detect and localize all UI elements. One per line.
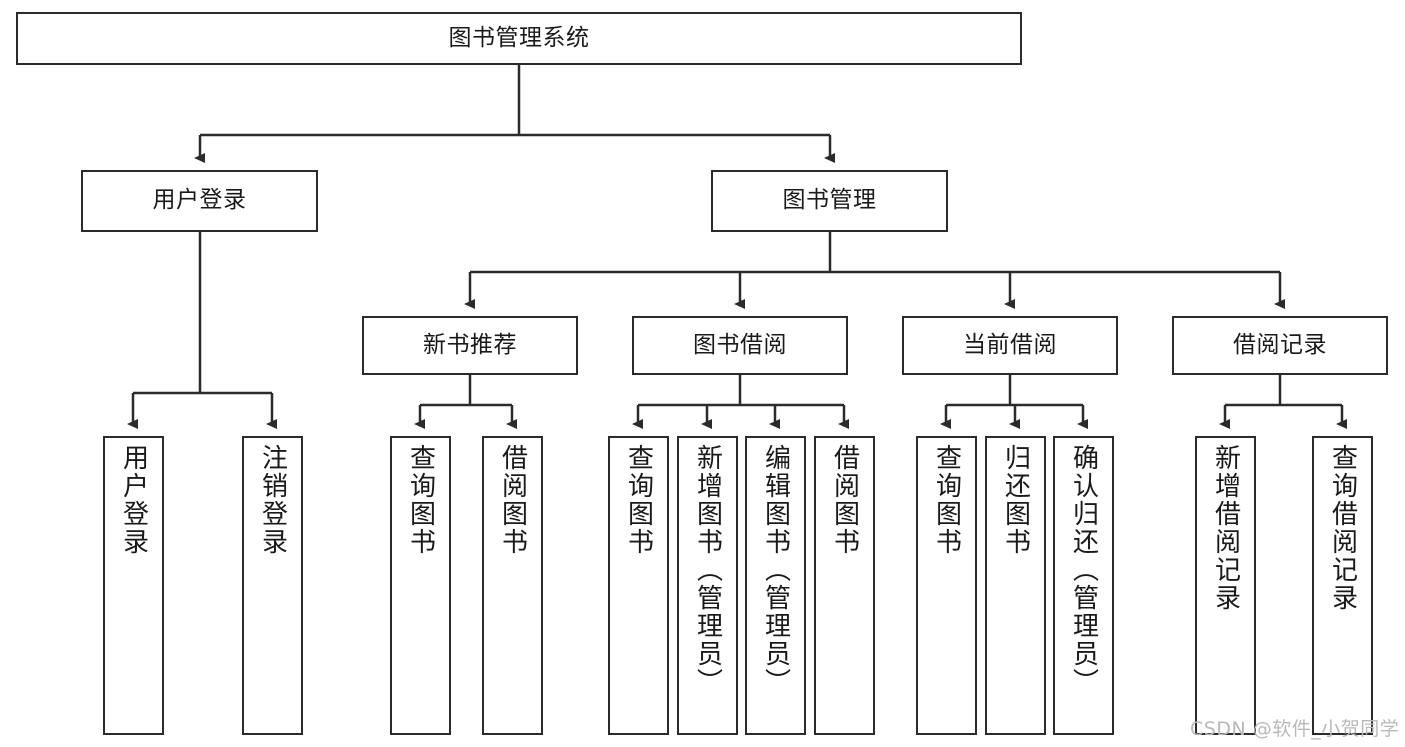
leaf-label: 查询图书 [405,444,436,556]
watermark: CSDN @软件_小贺同学 [1190,718,1400,740]
leaf-label: 注销登录 [257,444,288,556]
node-borrow-records-label: 借阅记录 [1233,331,1327,358]
leaf-label: 归还图书 [1000,444,1031,556]
leaf-current-borrow-query[interactable]: 查询图书 [916,436,977,735]
leaf-label: 查询图书 [623,444,654,556]
node-current-borrow[interactable]: 当前借阅 [902,316,1118,375]
leaf-book-borrow-add[interactable]: 新增图书（管理员） [677,436,738,735]
leaf-label: 新增借阅记录 [1210,444,1241,612]
node-book-management-label: 图书管理 [782,187,877,214]
leaf-book-borrow-borrow[interactable]: 借阅图书 [814,436,875,735]
node-new-book-recommend-label: 新书推荐 [423,331,517,358]
leaf-new-book-query[interactable]: 查询图书 [390,436,451,735]
node-user-login-label: 用户登录 [152,187,247,214]
leaf-book-borrow-query[interactable]: 查询图书 [608,436,669,735]
node-new-book-recommend[interactable]: 新书推荐 [362,316,578,375]
node-borrow-records[interactable]: 借阅记录 [1172,316,1388,375]
leaf-label: 新增图书（管理员） [692,444,723,696]
leaf-label: 查询图书 [931,444,962,556]
node-root-label: 图书管理系统 [448,24,590,51]
leaf-new-book-borrow[interactable]: 借阅图书 [482,436,543,735]
leaf-label: 用户登录 [118,444,149,556]
leaf-user-login-logout[interactable]: 注销登录 [242,436,303,735]
leaf-label: 查询借阅记录 [1327,444,1358,612]
leaf-book-borrow-edit[interactable]: 编辑图书（管理员） [745,436,806,735]
leaf-label: 确认归还（管理员） [1068,444,1099,696]
node-book-borrow-label: 图书借阅 [693,331,787,358]
leaf-label: 借阅图书 [497,444,528,556]
node-book-management[interactable]: 图书管理 [711,170,948,232]
node-current-borrow-label: 当前借阅 [963,331,1057,358]
node-user-login[interactable]: 用户登录 [81,170,318,232]
leaf-label: 借阅图书 [829,444,860,556]
leaf-label: 编辑图书（管理员） [760,444,791,696]
leaf-borrow-records-query[interactable]: 查询借阅记录 [1312,436,1373,735]
node-root[interactable]: 图书管理系统 [16,12,1022,65]
leaf-borrow-records-add[interactable]: 新增借阅记录 [1195,436,1256,735]
leaf-user-login-login[interactable]: 用户登录 [103,436,164,735]
node-book-borrow[interactable]: 图书借阅 [632,316,848,375]
leaf-current-borrow-confirm[interactable]: 确认归还（管理员） [1053,436,1114,735]
leaf-current-borrow-return[interactable]: 归还图书 [985,436,1046,735]
